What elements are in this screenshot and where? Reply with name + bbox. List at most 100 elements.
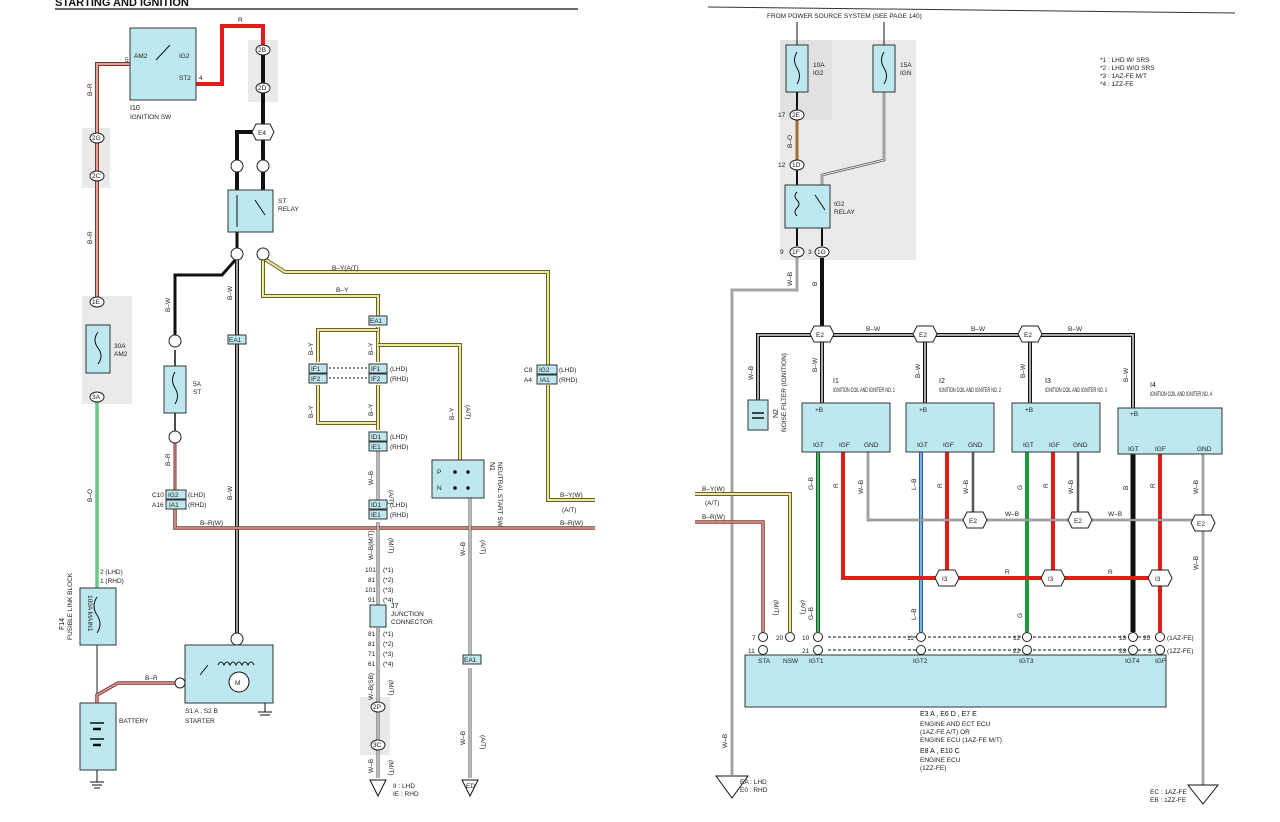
right-top-rule <box>707 6 1236 14</box>
label-right-coil_pins-0: +B <box>919 407 927 414</box>
label-left-junction_notes-3: (*4) <box>383 597 393 604</box>
label-left-wire_labels-at: (A/T) <box>479 540 486 554</box>
label-right-wire_labels-b_w: B–W <box>866 326 881 333</box>
notes: *1 : LHD W/ SRS *2 : LHD W/O SRS *3 : 1A… <box>1100 57 1155 88</box>
label-right-pin_labels-p3: 3 <box>808 249 812 256</box>
label-right-wire_labels-g: G <box>1017 613 1024 618</box>
label-left-wire_labels-b_y: B–Y <box>308 342 315 355</box>
label-right-ecu_suffix-0: (1AZ-FE) <box>1167 635 1194 642</box>
label-left-connectors-c_2p: 2P <box>373 704 381 711</box>
label-right-wire_labels-r: R <box>1005 569 1010 576</box>
label-right-coils-2-ref: I3 <box>1045 378 1051 385</box>
fuse-ign: 15A IGN <box>872 44 912 93</box>
label-right-wire_labels-w_b: W–B <box>963 480 970 494</box>
label-left-fusible_link-ref: F14 <box>59 618 66 630</box>
st-relay: IG2 ST RELAY <box>227 189 299 233</box>
st-relay-label-1: ST <box>278 198 286 205</box>
connector-e4: E4 <box>251 123 275 141</box>
label-left-wire_labels-at: (A/T) <box>464 405 471 419</box>
fusible-link-block: 100A MAIN1 F14 FUSIBLE LINK BLOCK 2 (LHD… <box>59 569 124 646</box>
ig2-relay: IG2 RELAY <box>784 184 855 229</box>
right-wire-labels: B–W B–W B–W W–B W–B R R G–B G–B L–B L–B … <box>702 135 1200 748</box>
fuse-st-rating: 5A <box>193 381 202 388</box>
label-left-wire_labels-b_r: B–R <box>87 83 94 96</box>
label-left-connectors-ea1: EA1 <box>464 657 477 664</box>
label-right-wire_labels-mt: (M/T) <box>772 600 779 616</box>
label-right-wire_labels-b: B <box>812 282 819 286</box>
label-left-wire_labels-b_r: B–R <box>165 453 172 466</box>
label-right-ecu_pins-6: IGF <box>1155 658 1166 665</box>
label-left-junction_pins-7: 61 <box>368 661 376 668</box>
label-right-ecu_labels-1: ENGINE AND ECT ECU <box>920 721 991 728</box>
label-right-notes-1: *2 : LHD W/O SRS <box>1100 65 1155 72</box>
label-right-connector_i3: I3 <box>942 576 948 583</box>
label-right-coils-0-name: IGNITION COIL AND IGNITER NO. 1 <box>833 387 895 394</box>
label-left-wire_labels-b_r: B–R <box>145 675 158 682</box>
fuse-st-name: ST <box>193 389 201 396</box>
label-left-connectors-ig2: IG2 <box>539 367 550 374</box>
connector-ea1-c: EA1 <box>462 654 482 665</box>
label-right-coil_pins-1: IGT <box>917 442 928 449</box>
label-right-wire_labels-r: R <box>1150 483 1157 488</box>
label-right-coil_pins-0: +B <box>1130 411 1138 418</box>
label-left-wire_labels-b_r_w: B–R(W) <box>560 520 583 527</box>
connector-i3: I3 I3 I3 <box>934 569 1173 587</box>
label-right-ecu_suffix-1: (1ZZ-FE) <box>1167 648 1193 655</box>
label-left-neutral_start_sw-positions-0: P <box>437 469 441 476</box>
sta-nsw-wires <box>695 492 792 632</box>
label-right-ground_left-1: E0 : RHD <box>740 787 768 794</box>
ignition-coil-2: +B IGT IGF GND I2 IGNITION COIL AND IGNI… <box>905 378 1001 453</box>
label-right-wire_labels-b_w: B–W <box>971 326 986 333</box>
label-left-connectors-id1: ID1 <box>371 502 382 509</box>
label-right-wire_labels-l_b: L–B <box>911 478 918 490</box>
label-left-connectors-a16: A16 <box>152 502 164 509</box>
label-right-pin_labels-p1f: 1F <box>792 249 800 256</box>
label-right-coils-1-ref: I2 <box>939 378 945 385</box>
label-left-junction_notes-2: (*3) <box>383 651 393 658</box>
connector-2d: 2D <box>255 82 271 94</box>
label-left-junction_notes-3: (*4) <box>383 661 393 668</box>
label-right-pin_labels-p2e: 2E <box>792 112 801 119</box>
label-right-connector_e2: E2 <box>1074 518 1082 525</box>
label-left-connectors-if2: IF2 <box>311 376 321 383</box>
label-left-connectors-ia1: IA1 <box>169 502 179 509</box>
label-left-fusible_link-pins-0: 2 (LHD) <box>100 569 123 576</box>
label-left-wire_labels-b_r: B–R <box>87 231 94 244</box>
label-left-junction_notes-2: (*3) <box>383 587 393 594</box>
connector-if: IF1 IF2 IF1 IF2 (LHD) (RHD) <box>308 363 408 384</box>
label-right-noise_filter-ref: N2 <box>773 409 780 418</box>
label-right-coils-3-name: IGNITION COIL AND IGNITER NO. 4 <box>1150 391 1212 398</box>
label-right-ig2_relay-line2: RELAY <box>834 209 855 216</box>
label-right-notes-2: *3 : 1AZ-FE M/T <box>1100 73 1147 80</box>
noise-filter: N2 NOISE FILTER (IGNITION) <box>747 353 788 432</box>
connector-id-ie-2: ID1 IE1 (LHD) (RHD) <box>368 499 408 520</box>
connector-ig2-ia1-right: IG2 IA1 C8 A4 (LHD) (RHD) <box>524 364 577 385</box>
label-right-ground_right-1: EB : 1ZZ-FE <box>1150 797 1187 804</box>
label-right-coils-2-name: IGNITION COIL AND IGNITER NO. 3 <box>1045 387 1107 394</box>
label-right-ecu_labels-2: (1AZ-FE A/T) OR <box>920 729 970 736</box>
label-left-connectors-a4: A4 <box>524 377 532 384</box>
label-right-ecu_pin_nums-4: 11 <box>907 635 914 642</box>
label-right-wire_labels-w_b: W–B <box>748 366 755 380</box>
connector-2b: 2B <box>255 44 271 56</box>
fuse-ig2: 10A IG2 <box>785 44 825 93</box>
label-right-ecu_labels-0: E3 A , E6 D , E7 E <box>920 711 977 718</box>
label-left-wire_labels-lhd: (LHD) <box>188 492 205 499</box>
battery: BATTERY <box>79 702 149 789</box>
label-right-wire_labels-w_b: W–B <box>1068 480 1075 494</box>
label-left-fusible_link-rating: 100A MAIN1 <box>86 595 93 632</box>
label-left-junction_pins-1: 81 <box>368 577 376 584</box>
label-left-neutral_start_sw-ref: N1 <box>488 462 495 471</box>
label-right-notes-0: *1 : LHD W/ SRS <box>1100 57 1150 64</box>
fuse-st: 5A ST <box>163 365 202 414</box>
pin-ig2: IG2 <box>179 53 190 60</box>
right-feed-wires <box>730 22 886 775</box>
label-right-noise_filter-name: NOISE FILTER (IGNITION) <box>781 353 788 432</box>
label-right-ecu_pin_nums-7: 25 <box>1143 635 1151 642</box>
ignition-coil-1: +B IGT IGF GND I1 IGNITION COIL AND IGNI… <box>801 378 895 453</box>
label-right-wire_labels-r: R <box>1043 483 1050 488</box>
label-left-junction_pins-5: 81 <box>368 641 376 648</box>
